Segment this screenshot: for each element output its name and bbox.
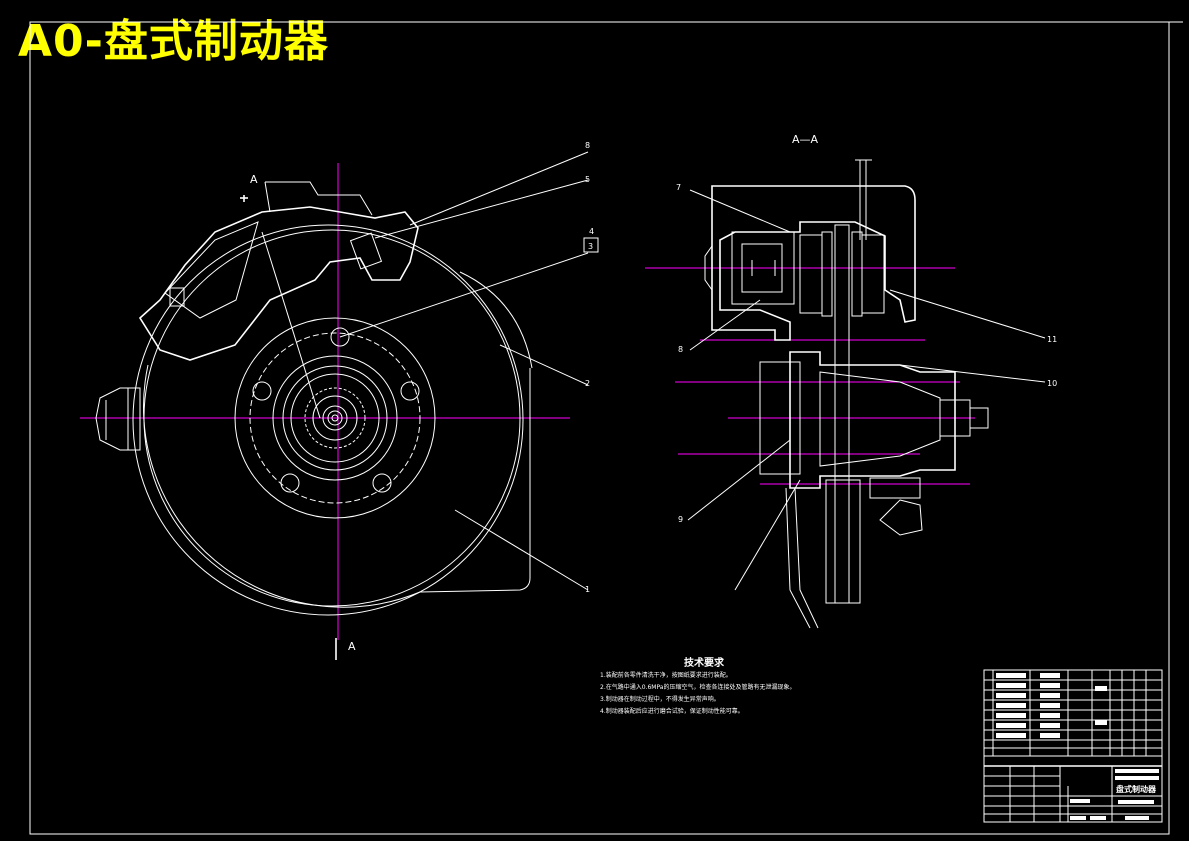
caliper-top-edge bbox=[265, 181, 373, 216]
disc-outer-circle bbox=[132, 224, 524, 616]
tech-requirements-list: 1.装配前各零件清洗干净，按图纸要求进行装配。 2.在气路中通入0.6MPa的压… bbox=[600, 670, 885, 718]
brake-disc bbox=[834, 224, 850, 604]
leader-1 bbox=[454, 509, 589, 591]
leader-10 bbox=[899, 364, 1046, 383]
leader-9b bbox=[734, 479, 801, 591]
section-label-a-bottom: A bbox=[348, 640, 356, 653]
caliper-hatched-section bbox=[164, 221, 259, 319]
title-block-frame bbox=[983, 669, 1163, 823]
section-view bbox=[645, 159, 1046, 629]
part-number-8: 8 bbox=[585, 141, 590, 150]
disc-lower-section bbox=[825, 479, 861, 604]
leader-2 bbox=[499, 344, 589, 386]
hub-bore bbox=[327, 410, 343, 426]
leader-3 bbox=[339, 252, 589, 338]
hub-ring-3 bbox=[312, 395, 358, 441]
leader-4 bbox=[261, 231, 321, 419]
tech-requirement-item: 4.制动器装配后应进行磨合试验，保证制动性能可靠。 bbox=[600, 708, 744, 715]
front-view bbox=[80, 151, 589, 660]
sheet-border bbox=[29, 21, 1170, 835]
hub-ring-dashed bbox=[304, 387, 366, 449]
leader-9 bbox=[687, 439, 791, 521]
bolt-hole-left bbox=[252, 381, 272, 401]
part-number-7: 7 bbox=[676, 183, 681, 192]
wheel-bolt bbox=[869, 477, 921, 499]
shield-bracket bbox=[419, 368, 531, 593]
knuckle-block bbox=[759, 361, 801, 475]
title-block-drawing-name: 盘式制动器 bbox=[1116, 784, 1157, 794]
bolt-circle bbox=[249, 332, 421, 504]
part-number-4: 4 bbox=[589, 227, 594, 236]
outer-brake-pad bbox=[861, 234, 885, 314]
caliper-outline bbox=[138, 206, 419, 361]
outer-pad-backing bbox=[851, 231, 863, 317]
dust-shield-section bbox=[794, 487, 819, 629]
wheel-flange-part bbox=[879, 499, 923, 536]
hydraulic-fitting bbox=[95, 387, 141, 451]
bolt-hole-right bbox=[400, 381, 420, 401]
pad-spring bbox=[349, 232, 383, 270]
dust-shield-section-2 bbox=[785, 487, 811, 629]
tech-requirement-item: 2.在气路中通入0.6MPa的压缩空气，检查各连接处及管路有无泄漏现象。 bbox=[600, 684, 796, 691]
tech-requirement-item: 3.制动器在制动过程中，不得发生异常声响。 bbox=[600, 696, 720, 703]
hub-ring-2 bbox=[290, 373, 380, 463]
leader-11 bbox=[889, 289, 1046, 339]
drawing-title: A0-盘式制动器 bbox=[18, 16, 329, 67]
axle-end bbox=[969, 407, 989, 429]
part-number-8-section: 8 bbox=[678, 345, 683, 354]
part-number-9: 9 bbox=[678, 515, 683, 524]
caliper-top-left bbox=[264, 181, 271, 213]
bleed-screw bbox=[169, 287, 185, 307]
part-number-11: 11 bbox=[1047, 335, 1057, 344]
part-number-1: 1 bbox=[585, 585, 590, 594]
hub-inner-circle bbox=[272, 355, 398, 481]
leader-6 bbox=[409, 151, 589, 226]
hub-section bbox=[789, 351, 956, 489]
leader-7 bbox=[689, 189, 791, 233]
leader-5 bbox=[374, 179, 589, 239]
piston bbox=[731, 231, 795, 305]
caliper-housing-section bbox=[711, 185, 916, 341]
hub-circle bbox=[234, 317, 436, 519]
piston-inner bbox=[741, 243, 783, 293]
bolt-hole-top bbox=[330, 327, 350, 347]
hub-center bbox=[331, 414, 339, 422]
hub-ring-1 bbox=[282, 365, 388, 471]
section-view-label: A—A bbox=[792, 133, 819, 146]
inner-brake-pad bbox=[799, 234, 823, 314]
bolt-hole-bottom-right bbox=[372, 473, 392, 493]
part-number-10: 10 bbox=[1047, 379, 1057, 388]
leader-8b bbox=[689, 299, 761, 351]
section-label-a-top: A bbox=[250, 173, 258, 186]
dust-shield-arc bbox=[143, 364, 421, 608]
inner-pad-backing bbox=[821, 231, 833, 317]
section-fitting bbox=[704, 245, 713, 291]
tech-requirement-item: 1.装配前各零件清洗干净，按图纸要求进行装配。 bbox=[600, 672, 732, 679]
hub-ring-4 bbox=[322, 405, 348, 431]
part-number-3: 3 bbox=[588, 242, 593, 251]
part-number-3-box bbox=[583, 237, 599, 253]
part-number-5: 5 bbox=[585, 175, 590, 184]
part-number-2: 2 bbox=[585, 379, 590, 388]
bolt-hole-bottom-left bbox=[280, 473, 300, 493]
shield-top-edge bbox=[459, 271, 533, 369]
tech-requirements-heading: 技术要求 bbox=[684, 658, 724, 669]
title-block bbox=[983, 669, 1163, 823]
bearing-cavity bbox=[819, 371, 941, 467]
